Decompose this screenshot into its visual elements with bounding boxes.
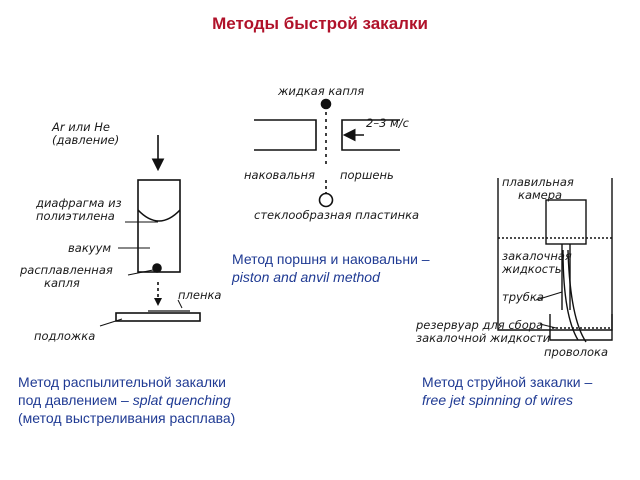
caption-jet-line1: Метод струйной закалки – [422, 374, 593, 390]
caption-splat-term: splat quenching [132, 392, 231, 408]
label-drop: капля [44, 276, 80, 290]
label-piston: поршень [340, 168, 394, 182]
reservoir [549, 314, 613, 341]
caption-piston-line1: Метод поршня и наковальни – [232, 251, 430, 267]
label-quench: закалочная [502, 249, 572, 263]
quench-tank [497, 178, 613, 331]
label-gas: Ar или He [51, 120, 110, 134]
jet-spinning-apparatus [497, 178, 613, 343]
page-title: Методы быстрой закалки [212, 14, 428, 33]
label-melt-chamber: плавильная [502, 175, 574, 189]
label-wire: проволока [544, 345, 608, 359]
liquid-drop [320, 98, 332, 110]
caption-splat-line3: (метод выстреливания расплава) [18, 410, 236, 426]
anvil [254, 119, 317, 151]
piston-anvil-apparatus [254, 98, 400, 208]
label-liquid-drop: жидкая капля [277, 84, 364, 98]
caption-splat-line2: под давлением – [18, 392, 133, 408]
substrate-plate [115, 312, 201, 322]
caption-piston-line2: piston and anvil method [232, 269, 380, 285]
label-reservoir-liquid: закалочной жидкости [416, 331, 551, 345]
splat-quenching-apparatus [99, 135, 201, 327]
label-anvil: наковальня [244, 168, 315, 182]
label-diaphragm: диафрагма из [35, 196, 122, 210]
label-chamber: камера [518, 188, 562, 202]
label-vacuum: вакуум [68, 241, 111, 255]
label-tube: трубка [502, 290, 544, 304]
label-liquid: жидкость [501, 262, 562, 276]
caption-jet: Метод струйной закалки – free jet spinni… [422, 373, 592, 409]
caption-splat: Метод распылительной закалки под давлени… [18, 373, 235, 427]
label-reservoir: резервуар для сбора [415, 318, 543, 332]
label-glass-plate: стеклообразная пластинка [254, 208, 419, 222]
melt-chamber [545, 199, 587, 245]
label-gas-pressure: (давление) [52, 133, 119, 147]
label-film: пленка [178, 288, 221, 302]
glass-plate-drop [318, 192, 334, 208]
molten-drop [152, 263, 162, 273]
caption-jet-line2: free jet spinning of wires [422, 392, 573, 408]
label-speed: 2–3 м/с [366, 116, 410, 130]
label-molten: расплавленная [19, 263, 113, 277]
label-diaphragm-material: полиэтилена [36, 209, 115, 223]
caption-splat-line1: Метод распылительной закалки [18, 374, 226, 390]
splat-chamber [137, 179, 181, 273]
piston [341, 119, 400, 151]
diaphragm [137, 209, 181, 222]
label-substrate: подложка [34, 329, 95, 343]
caption-piston: Метод поршня и наковальни – piston and a… [232, 250, 430, 286]
